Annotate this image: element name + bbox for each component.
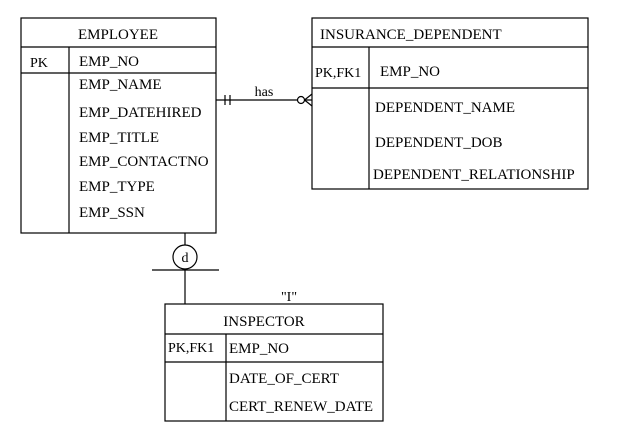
disjoint-circle-label: d: [182, 251, 189, 266]
has-relationship[interactable]: has: [216, 85, 313, 107]
crows-foot-icon: [304, 93, 313, 101]
inspector-pk-label: PK,FK1: [168, 341, 214, 356]
employee-pk-attribute: EMP_NO: [79, 54, 139, 70]
employee-attribute: EMP_TITLE: [79, 130, 159, 146]
subtype-connector[interactable]: d: [152, 233, 219, 304]
inspector-attribute: CERT_RENEW_DATE: [229, 399, 373, 415]
inspector-title: INSPECTOR: [223, 314, 304, 330]
employee-pk-label: PK: [30, 56, 48, 71]
subtype-discriminator: "I": [281, 290, 297, 305]
crows-foot-icon: [304, 99, 313, 107]
employee-attribute: EMP_NAME: [79, 77, 162, 93]
insurance-dependent-entity[interactable]: INSURANCE_DEPENDENT PK,FK1 EMP_NO DEPEND…: [311, 17, 589, 190]
employee-attribute: EMP_TYPE: [79, 179, 155, 195]
insurance-dependent-title: INSURANCE_DEPENDENT: [320, 27, 502, 43]
employee-box: [20, 17, 217, 234]
insurance-dependent-attribute: DEPENDENT_NAME: [375, 100, 515, 116]
insurance-dependent-attribute: DEPENDENT_RELATIONSHIP: [373, 167, 575, 183]
employee-attribute: EMP_SSN: [79, 205, 145, 221]
inspector-pk-attribute: EMP_NO: [229, 341, 289, 357]
insurance-dependent-pk-attribute: EMP_NO: [380, 64, 440, 80]
employee-attribute: EMP_DATEHIRED: [79, 105, 202, 121]
employee-entity[interactable]: EMPLOYEE PK EMP_NO EMP_NAME EMP_DATEHIRE…: [20, 17, 217, 234]
inspector-entity[interactable]: "I" INSPECTOR PK,FK1 EMP_NO DATE_OF_CERT…: [164, 290, 384, 422]
insurance-dependent-attribute: DEPENDENT_DOB: [375, 135, 503, 151]
inspector-attribute: DATE_OF_CERT: [229, 371, 339, 387]
employee-title: EMPLOYEE: [78, 27, 158, 43]
employee-attribute: EMP_CONTACTNO: [79, 154, 209, 170]
zero-optional-icon: [296, 95, 306, 105]
insurance-dependent-pk-label: PK,FK1: [315, 66, 361, 81]
relationship-label: has: [255, 85, 274, 100]
